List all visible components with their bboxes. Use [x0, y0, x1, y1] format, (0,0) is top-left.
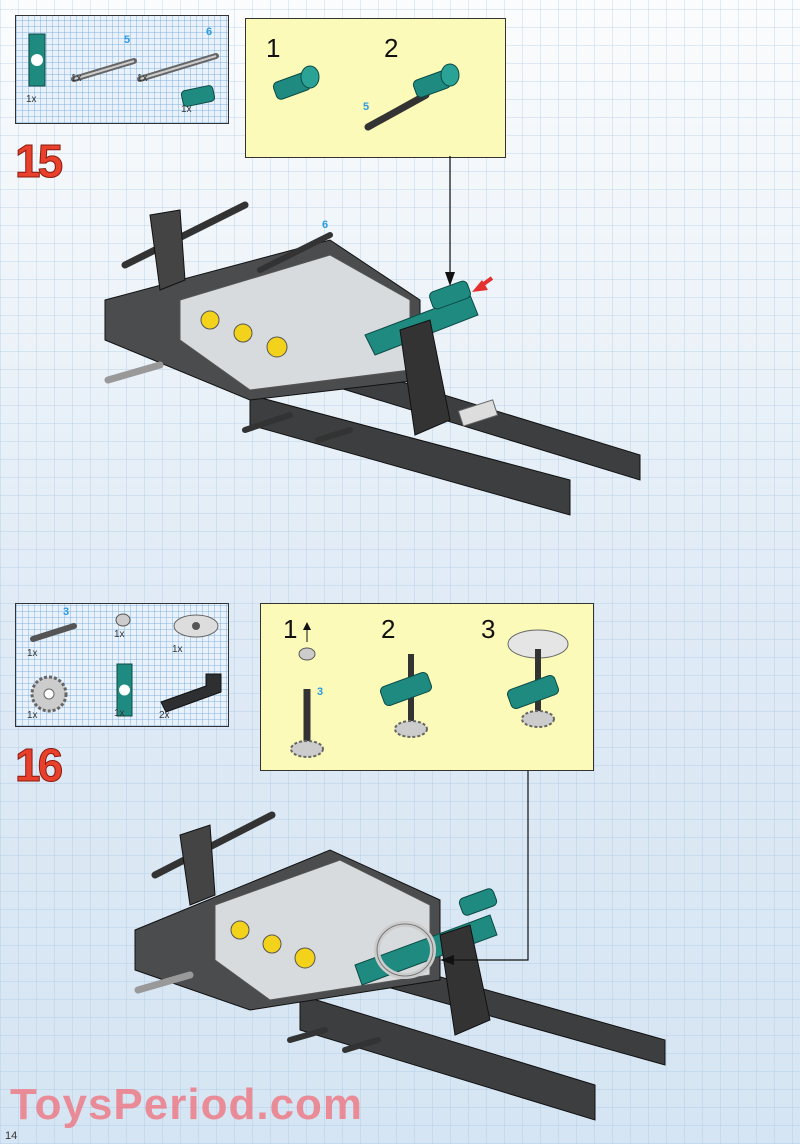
steering-wheel-icon	[173, 614, 219, 638]
substep-number: 2	[384, 33, 399, 63]
part-qty: 1x	[27, 710, 38, 721]
callout-leader-line	[445, 770, 529, 961]
watermark: ToysPeriod.com	[10, 1080, 364, 1129]
part-qty: 1x	[26, 94, 37, 105]
substep-number: 1	[283, 614, 298, 644]
teal-axle-pin-connector-icon	[412, 63, 460, 98]
part-qty: 2x	[159, 710, 170, 721]
axle-icon	[71, 58, 137, 82]
parts-list-step-15: 1x 5 1x 6 1x 1x	[15, 15, 229, 124]
axle-icon	[137, 53, 219, 82]
teal-half-beam-icon	[116, 663, 133, 717]
part-qty: 1x	[181, 104, 192, 115]
substep-number: 1	[266, 33, 281, 63]
axle-length-label: 3	[63, 606, 70, 618]
teal-half-beam-icon	[379, 671, 433, 707]
part-qty: 1x	[27, 648, 38, 659]
substep-callout-step-16: 1 2 3 3	[260, 603, 594, 771]
axle-icon	[30, 623, 77, 642]
page-number: 14	[5, 1130, 18, 1142]
part-qty: 1x	[114, 629, 125, 640]
gear-icon	[394, 720, 428, 738]
teal-axle-joiner-icon	[180, 85, 216, 107]
gear-icon	[521, 710, 555, 728]
axle-icon	[364, 91, 430, 131]
model-step-15	[104, 201, 641, 516]
substep-number: 2	[381, 614, 396, 644]
part-qty: 1x	[114, 708, 125, 719]
model-step-16	[134, 811, 666, 1121]
parts-illustrations	[30, 613, 222, 717]
callout-illustration	[272, 63, 460, 131]
black-liftarm-icon	[160, 673, 222, 713]
gear-icon	[30, 675, 68, 713]
part-qty: 1x	[137, 73, 148, 84]
step-number: 16	[14, 739, 63, 791]
substep-number: 3	[481, 614, 496, 644]
teal-half-beam-icon	[506, 674, 560, 710]
axle-length-label: 6	[322, 219, 329, 231]
parts-list-step-16: 3 1x 1x 1x 1x 1x 2x	[15, 603, 229, 727]
bush-icon	[298, 647, 316, 661]
part-qty: 1x	[71, 73, 82, 84]
part-qty: 1x	[172, 644, 183, 655]
step-number: 15	[14, 135, 63, 187]
substep-callout-step-15: 1 2 5	[245, 18, 506, 158]
axle-length-label: 5	[363, 101, 370, 113]
arrow-left-icon	[440, 955, 454, 965]
teal-half-beam-icon	[28, 33, 46, 87]
axle-length-label: 3	[317, 686, 324, 698]
parts-illustrations	[28, 33, 219, 107]
bush-icon	[115, 613, 131, 627]
axle-length-label: 6	[206, 26, 213, 38]
gear-icon	[290, 740, 324, 758]
arrow-down-icon	[445, 272, 455, 286]
teal-axle-pin-connector-icon	[272, 65, 320, 100]
callout-illustration	[290, 622, 569, 758]
axle-length-label: 5	[124, 34, 131, 46]
